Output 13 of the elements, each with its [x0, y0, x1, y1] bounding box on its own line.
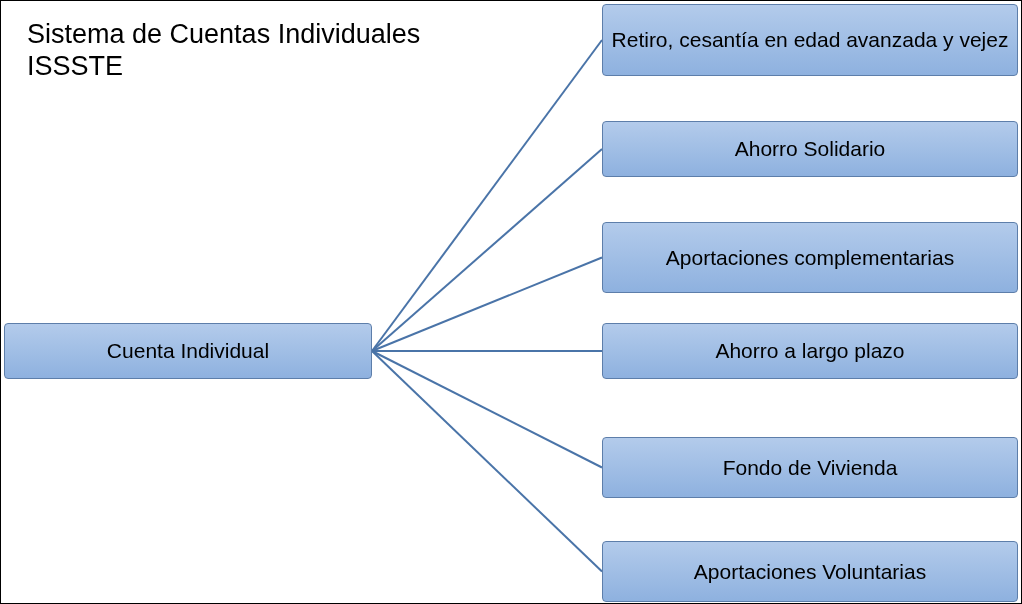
- connector-line: [371, 256, 603, 352]
- category-box: Fondo de Vivienda: [602, 437, 1018, 498]
- category-box: Aportaciones complementarias: [602, 222, 1018, 293]
- connector-line: [371, 350, 603, 352]
- category-box: Ahorro Solidario: [602, 121, 1018, 177]
- diagram-title: Sistema de Cuentas Individuales ISSSTE: [27, 19, 422, 83]
- connector-line: [371, 148, 603, 352]
- category-box: Aportaciones Voluntarias: [602, 541, 1018, 602]
- category-box: Retiro, cesantía en edad avanzada y vejez: [602, 4, 1018, 76]
- connector-line: [371, 350, 603, 573]
- root-box: Cuenta Individual: [4, 323, 372, 379]
- connector-line: [371, 350, 603, 469]
- category-box: Ahorro a largo plazo: [602, 323, 1018, 379]
